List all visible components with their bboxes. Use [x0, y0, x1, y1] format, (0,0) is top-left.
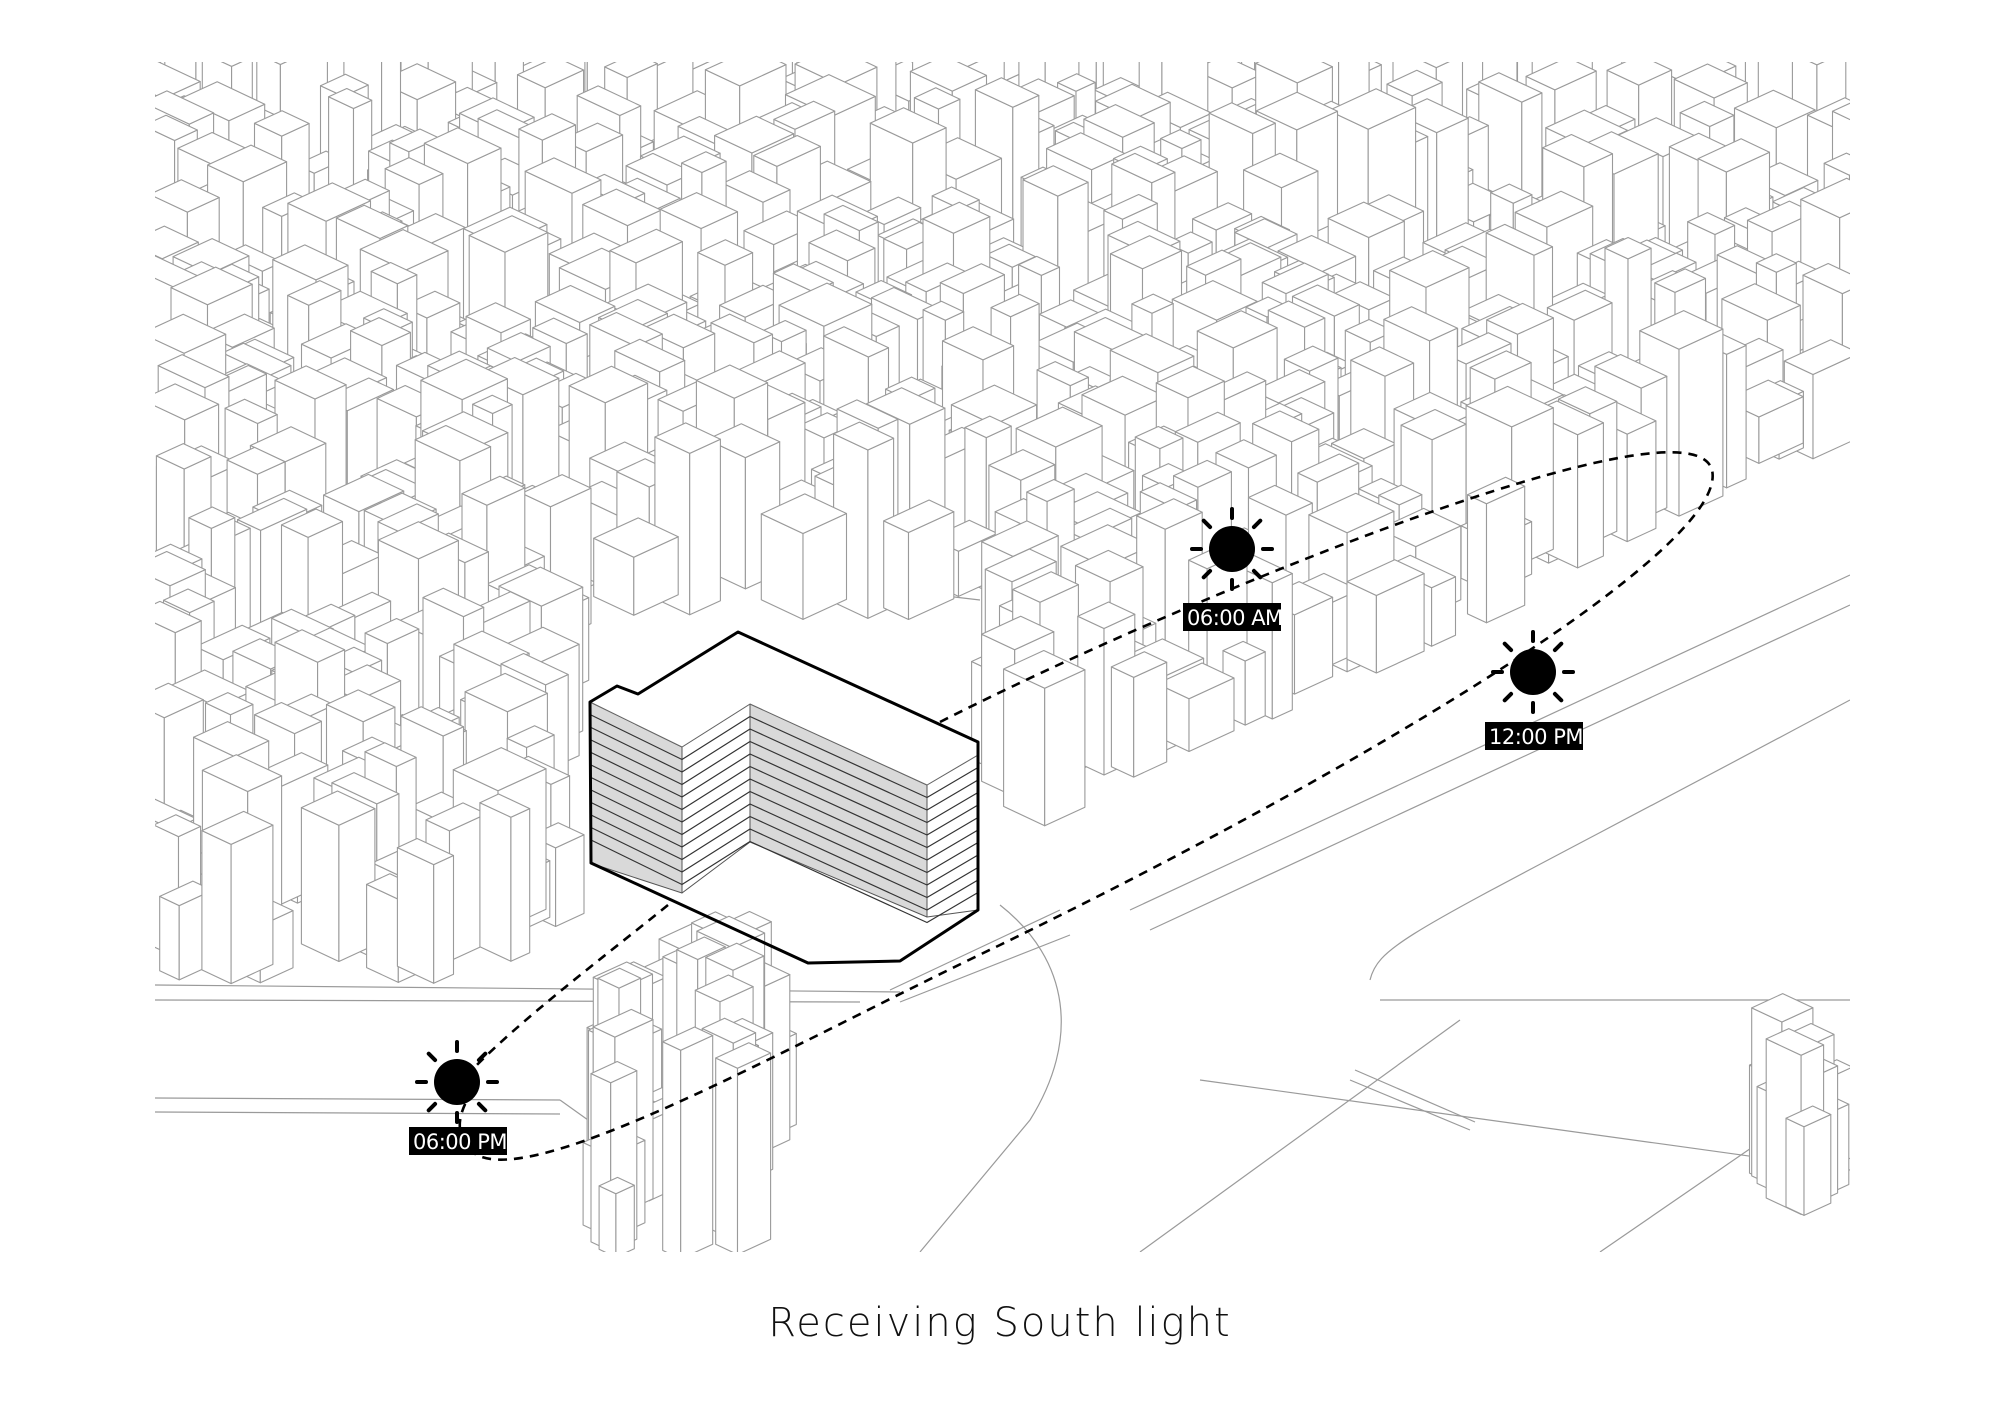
road-line — [1369, 699, 1850, 1001]
sun-marker: 12:00 PM — [1485, 630, 1583, 750]
floor-lines — [589, 713, 979, 924]
city-building — [300, 790, 376, 963]
sun-marker: 06:00 AM — [1183, 507, 1283, 631]
proposed-building — [588, 630, 980, 965]
sun-icon — [1491, 630, 1575, 714]
sun-icon — [415, 1040, 499, 1124]
floor-line — [589, 801, 979, 886]
city-building — [1110, 651, 1168, 778]
floor-line — [589, 713, 979, 799]
road-line — [1349, 1069, 1476, 1131]
sun-icon — [1190, 507, 1274, 591]
diagram-title: Receiving South light — [768, 1300, 1232, 1346]
city-building — [662, 1026, 714, 1252]
floor-line — [589, 726, 979, 811]
sun-marker: 06:00 PM — [409, 1040, 507, 1155]
city-building — [1785, 1105, 1832, 1216]
floor-line — [589, 763, 979, 849]
time-label: 12:00 PM — [1489, 725, 1583, 749]
sun-path-arc-west — [469, 903, 669, 1073]
city-building — [593, 517, 679, 616]
time-label: 06:00 PM — [413, 1130, 507, 1154]
road-line — [1139, 1019, 1850, 1252]
floor-line — [589, 738, 979, 824]
city-building — [1466, 476, 1526, 624]
city-building — [396, 837, 455, 984]
floor-line — [589, 826, 979, 911]
building-outline — [588, 630, 980, 965]
city-building — [598, 1176, 635, 1252]
sun-path — [458, 451, 1714, 1161]
road-line — [155, 1097, 561, 1115]
city-building — [479, 793, 531, 962]
road-line — [889, 909, 1071, 1003]
city-building — [715, 1042, 772, 1252]
road-curve — [919, 904, 1062, 1252]
sun-markers: 06:00 AM 12:00 PM 06:00 PM — [409, 507, 1583, 1155]
roof — [590, 632, 978, 785]
floor-line — [589, 788, 979, 874]
floor-line — [589, 813, 979, 899]
city-building — [1003, 649, 1086, 827]
city-building — [883, 499, 955, 621]
city-building — [201, 810, 274, 985]
city-building — [1478, 72, 1543, 206]
city-context — [155, 62, 1850, 1252]
city-building — [760, 493, 848, 620]
time-label-bg — [409, 1127, 507, 1155]
floor-line — [589, 776, 979, 861]
city-building — [1346, 559, 1425, 674]
sun-path-arc — [458, 451, 1714, 1161]
time-label-bg — [1183, 603, 1281, 631]
floor-line — [589, 751, 979, 836]
floor-line — [589, 838, 979, 924]
time-label: 06:00 AM — [1187, 606, 1283, 630]
time-label-bg — [1485, 722, 1583, 750]
roof-edge — [589, 701, 979, 786]
